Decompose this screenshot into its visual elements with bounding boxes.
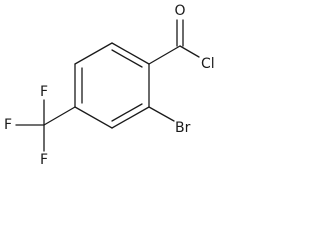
oxygen-label: O — [174, 3, 185, 19]
acyl-chloride-group: O Cl — [148, 3, 215, 72]
ring-bond-c6-c1 — [111, 42, 150, 65]
chlorine-label: Cl — [201, 56, 215, 72]
ring-double-bond-c2-c3 — [111, 103, 143, 122]
fluorine-bottom-label: F — [40, 152, 48, 168]
bond-ring-bromine — [148, 106, 175, 122]
fluorine-left-label: F — [4, 117, 12, 133]
bond-ring-carbonyl — [148, 45, 181, 65]
bromine-label: Br — [175, 120, 191, 136]
structural-formula: O Cl Br F F F — [4, 3, 215, 168]
bond-ring-cf3 — [43, 106, 76, 126]
ring-bond-c3-c4 — [74, 106, 113, 129]
fluorine-top-label: F — [40, 84, 48, 100]
bromine-substituent: Br — [148, 106, 191, 136]
trifluoromethyl-group: F F F — [4, 84, 76, 168]
ring-bond-c5-c6 — [74, 42, 113, 65]
ring-double-bond-c1-c6 — [111, 49, 143, 68]
bond-carbonyl-chlorine — [179, 45, 200, 58]
ring-bond-c2-c3 — [111, 106, 150, 129]
benzene-ring — [74, 42, 150, 129]
